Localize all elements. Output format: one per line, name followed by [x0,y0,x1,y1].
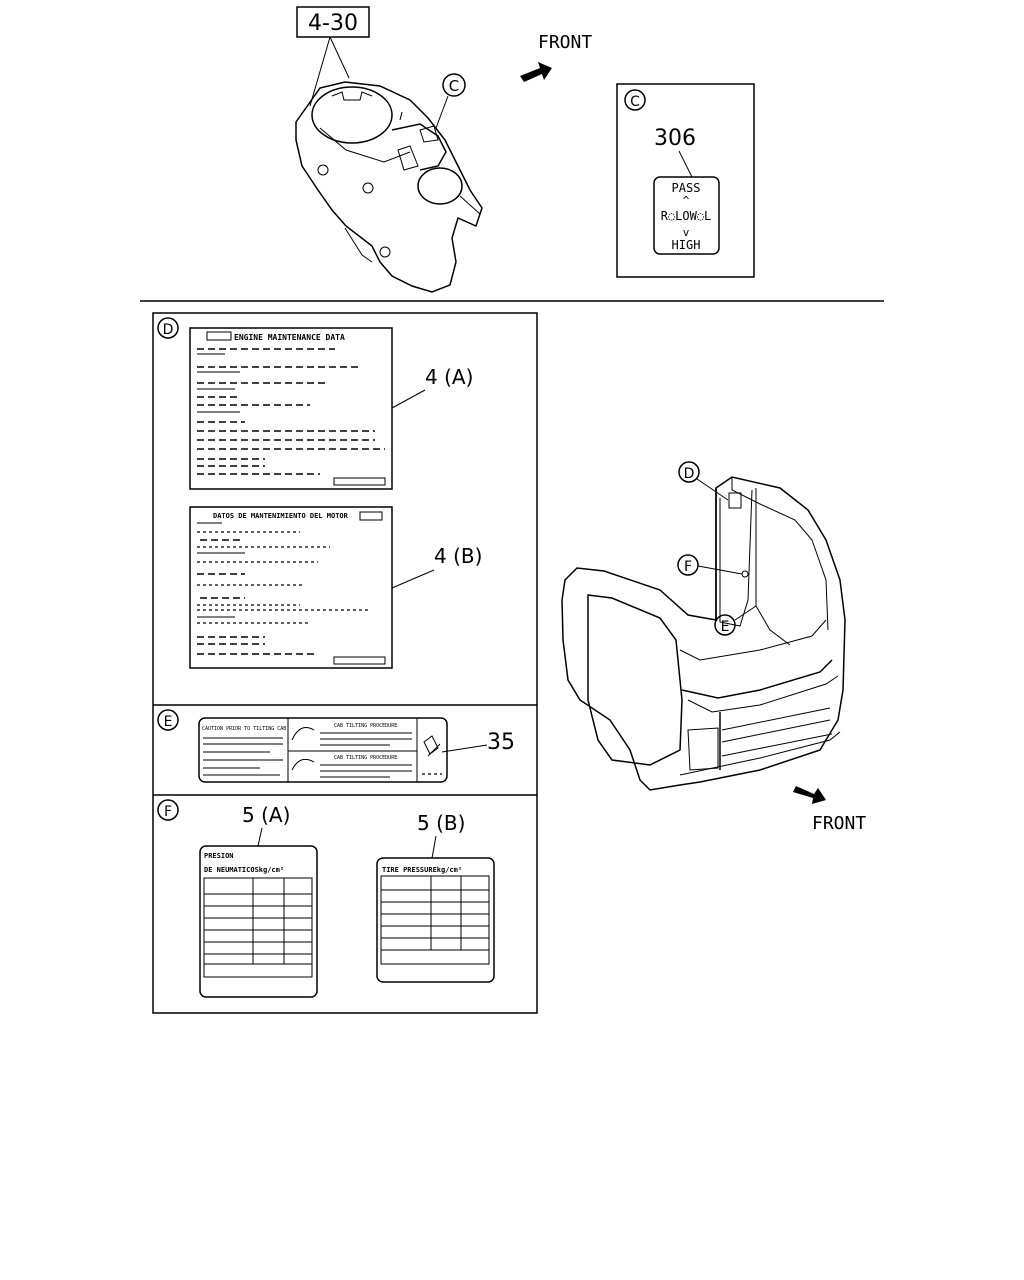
label-4a-engine-maintenance[interactable]: ENGINE MAINTENANCE DATA [189,327,393,490]
svg-text:D: D [163,322,174,338]
part-number-5a: 5 (A) [242,803,290,827]
svg-text:PRESION: PRESION [204,852,234,860]
svg-text:FRONT: FRONT [812,813,866,834]
svg-text:R◌LOW◌L: R◌LOW◌L [661,209,712,223]
front-indicator-top: FRONT [520,32,592,82]
part-number-35: 35 [487,730,515,755]
svg-text:v: v [683,226,690,239]
panel-c: C 306 PASS ^ R◌LOW◌L v HIGH [616,83,755,278]
svg-text:F: F [684,559,692,575]
headlight-switch-label[interactable]: PASS ^ R◌LOW◌L v HIGH [653,176,720,255]
callout-e-cab[interactable]: E [714,614,736,636]
svg-text:E: E [164,714,173,730]
callout-c-top[interactable]: C [442,73,466,97]
svg-text:4-30: 4-30 [308,11,358,36]
svg-text:HIGH: HIGH [672,238,701,252]
panel-d: D ENGINE MAINTENANCE DATA 4 (A) [157,317,482,669]
svg-text:C: C [449,77,459,95]
svg-text:TIRE PRESSUREkg/cm²: TIRE PRESSUREkg/cm² [382,866,462,874]
svg-text:PASS: PASS [672,181,701,195]
svg-text:E: E [721,619,730,635]
label-5b-tire-pressure[interactable]: TIRE PRESSUREkg/cm² [376,857,495,983]
svg-text:CAB TILTING PROCEDURE: CAB TILTING PROCEDURE [334,755,397,761]
part-number-5b: 5 (B) [417,811,465,835]
svg-text:ENGINE MAINTENANCE DATA: ENGINE MAINTENANCE DATA [234,333,345,342]
svg-text:D: D [684,466,695,482]
callout-f-cab[interactable]: F [677,554,699,576]
front-arrow-icon-bottom [793,786,826,804]
panel-e: E CAUTION PRIOR TO TILTING CAB CAB TILTI… [157,709,515,783]
label-5a-presion-neumaticos[interactable]: PRESION DE NEUMATICOSkg/cm² [199,845,318,998]
label-35-cab-tilting[interactable]: CAUTION PRIOR TO TILTING CAB CAB TILTING… [198,717,448,783]
callout-d-cab[interactable]: D [678,461,700,483]
svg-text:DATOS DE MANTENIMIENTO DEL MOT: DATOS DE MANTENIMIENTO DEL MOTOR [213,512,349,520]
svg-text:^: ^ [683,194,690,207]
labels-frame [152,312,538,1014]
switch-housing-drawing [295,81,483,293]
front-indicator-bottom: FRONT [793,786,866,834]
svg-text:DE NEUMATICOSkg/cm²: DE NEUMATICOSkg/cm² [204,866,284,874]
svg-text:C: C [630,94,640,110]
svg-text:CAB TILTING PROCEDURE: CAB TILTING PROCEDURE [334,723,397,729]
svg-text:FRONT: FRONT [538,32,592,53]
front-arrow-icon [520,62,552,82]
part-number-4a: 4 (A) [425,365,473,389]
panel-c-letter-circle [624,89,646,111]
svg-text:F: F [164,804,172,820]
svg-text:CAUTION PRIOR TO TILTING CAB: CAUTION PRIOR TO TILTING CAB [202,726,286,732]
label-4b-datos-mantenimiento[interactable]: DATOS DE MANTENIMIENTO DEL MOTOR [189,506,393,669]
part-number-4b: 4 (B) [434,544,482,568]
panel-f: F 5 (A) PRESION DE NEUMATICOSkg/cm² 5 (B… [157,799,495,998]
part-number-306: 306 [654,126,696,151]
ref-box-4-30[interactable]: 4-30 [296,6,370,38]
truck-cab-drawing [561,476,846,791]
